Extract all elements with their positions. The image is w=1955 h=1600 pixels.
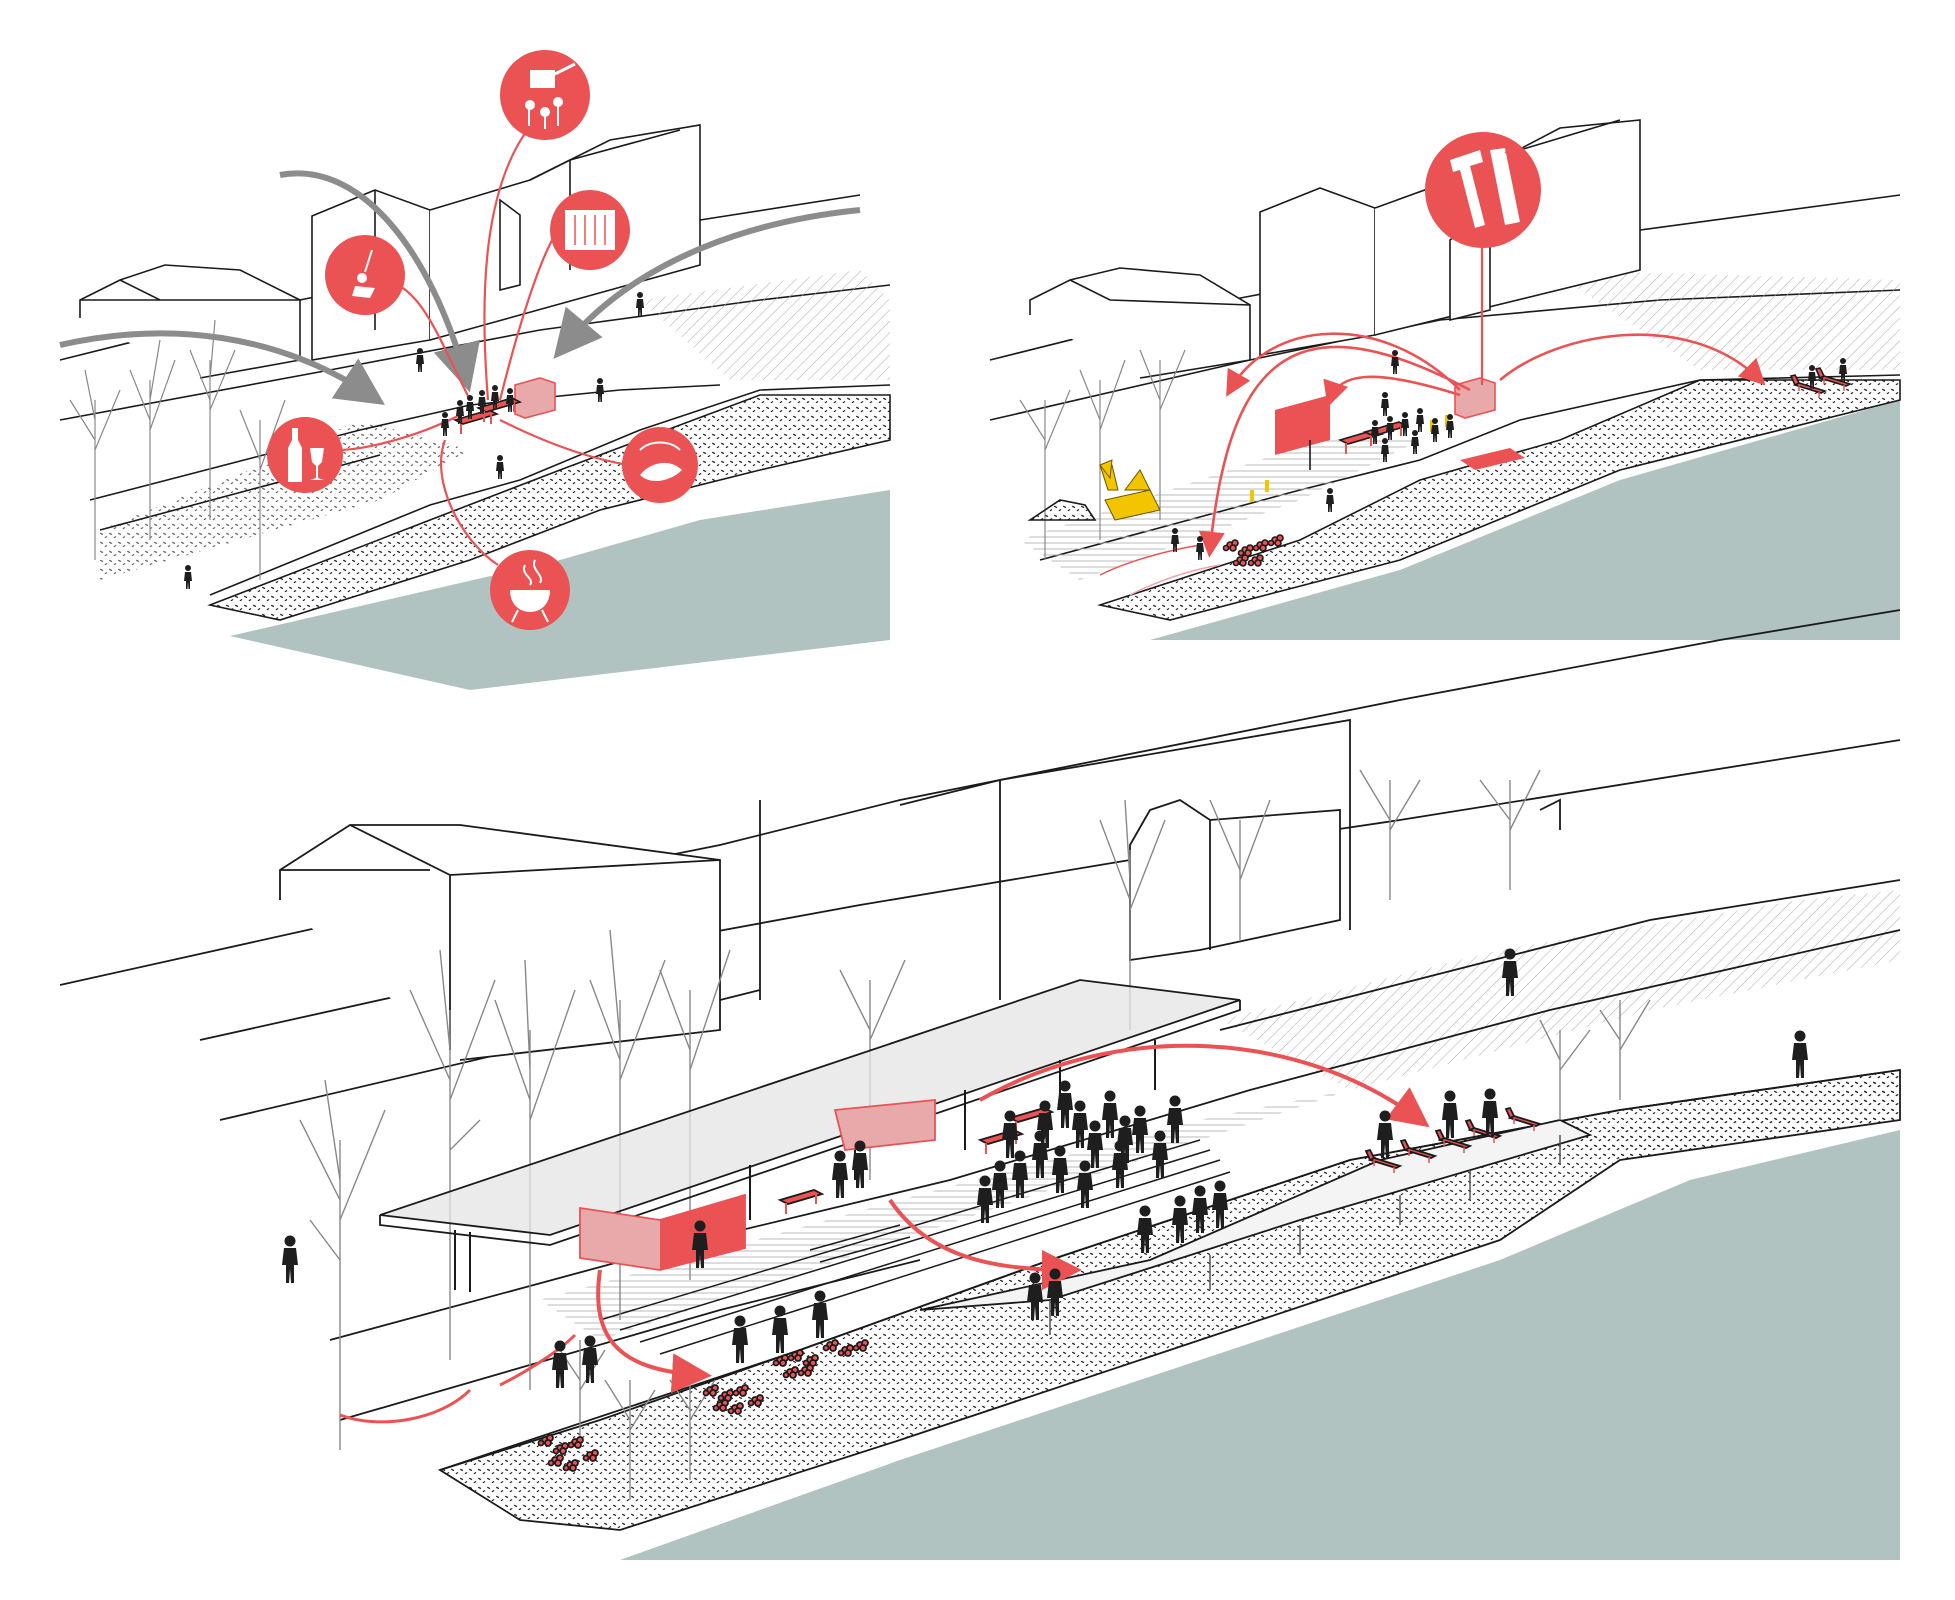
- barbecue-icon: [490, 550, 570, 630]
- promenade-deck: [919, 1119, 1593, 1311]
- panel-construction-phase: [989, 119, 1901, 640]
- building-left: [79, 264, 301, 379]
- river-water-2: [1150, 400, 1900, 640]
- kiosk: [514, 377, 556, 419]
- watering-can-flowers-icon: [500, 50, 590, 140]
- hammer-saw-icon: [1425, 132, 1541, 248]
- fishing-icon: [622, 427, 698, 503]
- swing-icon: [325, 235, 405, 315]
- accordion-icon: [550, 190, 630, 270]
- panel-temporary-activities: [59, 50, 891, 690]
- panel-final-riverfront: [59, 609, 1901, 1560]
- excavator-icon: [1099, 459, 1161, 521]
- building-large: [279, 824, 721, 1061]
- river-water-3: [620, 1130, 1900, 1560]
- embankment-gravel: [207, 394, 891, 621]
- building-right: [1129, 799, 1341, 962]
- wine-bottle-glass-icon: [267, 417, 343, 493]
